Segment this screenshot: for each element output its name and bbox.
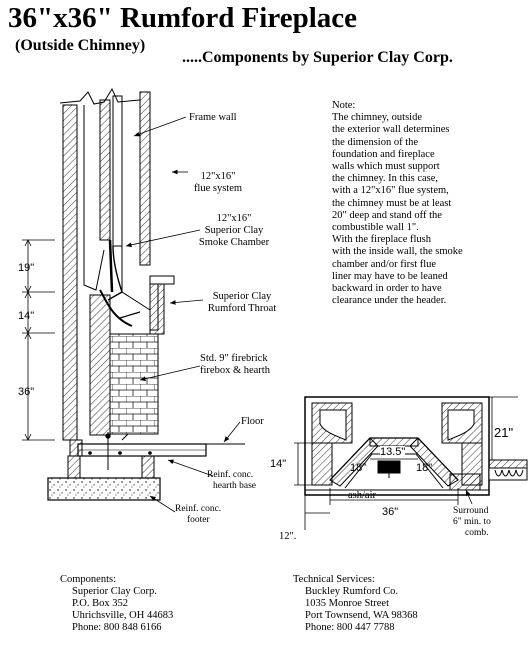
note-block: Note: The chimney, outside the exterior …	[332, 100, 527, 307]
label-line: Superior Clay	[212, 291, 272, 302]
note-line: The chimney, outside	[332, 112, 423, 124]
plan-dimension-18-right: 18"	[416, 462, 433, 474]
plan-label-ash-air: ash/air	[348, 490, 376, 501]
footer-line: Uhrichsville, OH 44683	[72, 610, 174, 621]
label-line: Reinf. conc.	[175, 504, 222, 514]
note-line: the dimension of the	[332, 136, 419, 148]
note-line: with the inside wall, the smoke	[332, 246, 463, 258]
label-line: 6" min. to	[453, 517, 491, 527]
label-rumford-throat: Superior Clay Rumford Throat	[200, 291, 284, 315]
note-line: clearance under the header.	[332, 295, 447, 307]
label-floor: Floor	[241, 416, 264, 427]
footer-line: Superior Clay Corp.	[72, 586, 157, 597]
label-line: footer	[187, 515, 210, 525]
footer-heading: Technical Services:	[293, 574, 375, 585]
label-firebrick: Std. 9" firebrick firebox & hearth	[200, 353, 270, 377]
plan-label-surround: Surround 6" min. to comb.	[453, 506, 491, 539]
page-subtitle: (Outside Chimney)	[15, 37, 146, 54]
note-line: backward in order to have	[332, 283, 442, 295]
note-line: the chimney. In this case,	[332, 173, 439, 185]
plan-dimension-13-5: 13.5"	[380, 446, 406, 458]
note-line: foundation and fireplace	[332, 148, 435, 160]
label-frame-wall: Frame wall	[189, 112, 237, 123]
label-line: 12"x16"	[200, 171, 236, 182]
note-line: with a 12"x16" flue system,	[332, 185, 449, 197]
label-line: 12"x16"	[216, 213, 252, 224]
note-line: the exterior wall determines	[332, 124, 450, 136]
label-line: Surround	[453, 506, 489, 516]
label-line: Smoke Chamber	[198, 237, 270, 248]
plan-dimension-21: 21"	[494, 425, 514, 440]
footer-line: 1035 Monroe Street	[305, 598, 389, 609]
footer-heading: Components:	[60, 574, 117, 585]
label-hearth-base: Reinf. conc. hearth base	[207, 470, 256, 492]
label-line: firebox & hearth	[200, 365, 270, 376]
note-line: liner may have to be leaned	[332, 270, 448, 282]
section-view	[22, 87, 245, 513]
footer-line: Phone: 800 447 7788	[305, 622, 395, 633]
note-line: the chimney must be at least	[332, 197, 452, 209]
footer-technical: Technical Services: Buckley Rumford Co. …	[293, 574, 418, 634]
plan-dimension-14: 14"	[270, 458, 287, 470]
dimension-14: 14"	[18, 310, 35, 322]
note-line: 20" deep and stand off the	[332, 209, 442, 221]
plan-dimension-18-left: 18"	[350, 462, 367, 474]
label-smoke-chamber: 12"x16" Superior Clay Smoke Chamber	[196, 213, 272, 249]
note-line: With the fireplace flush	[332, 234, 431, 246]
components-by-line: .....Components by Superior Clay Corp.	[182, 49, 453, 66]
label-line: Superior Clay	[204, 225, 264, 236]
note-line: combustible wall 1".	[332, 222, 419, 234]
footer-line: Buckley Rumford Co.	[305, 586, 399, 597]
note-line: chamber and/or first flue	[332, 258, 437, 270]
plan-dimension-12: 12".	[279, 531, 297, 542]
dimension-36: 36"	[18, 386, 35, 398]
footer-line: Phone: 800 848 6166	[72, 622, 162, 633]
plan-dimension-36: 36"	[382, 506, 399, 518]
label-line: comb.	[465, 528, 489, 538]
note-line: Note:	[332, 100, 356, 111]
plan-view	[294, 396, 528, 530]
label-line: flue system	[193, 183, 243, 194]
footer-line: P.O. Box 352	[72, 598, 129, 609]
dimension-19: 19"	[18, 262, 35, 274]
footer-components: Components: Superior Clay Corp. P.O. Box…	[60, 574, 173, 634]
label-line: hearth base	[213, 481, 256, 491]
label-line: Reinf. conc.	[207, 470, 254, 480]
footer-line: Port Townsend, WA 98368	[305, 610, 418, 621]
label-line: Rumford Throat	[207, 303, 277, 314]
label-flue-system: 12"x16" flue system	[186, 171, 250, 195]
label-footer: Reinf. conc. footer	[175, 504, 221, 526]
page-title: 36"x36" Rumford Fireplace	[8, 2, 358, 34]
label-line: Std. 9" firebrick	[200, 353, 268, 364]
note-line: walls which must support	[332, 161, 440, 173]
